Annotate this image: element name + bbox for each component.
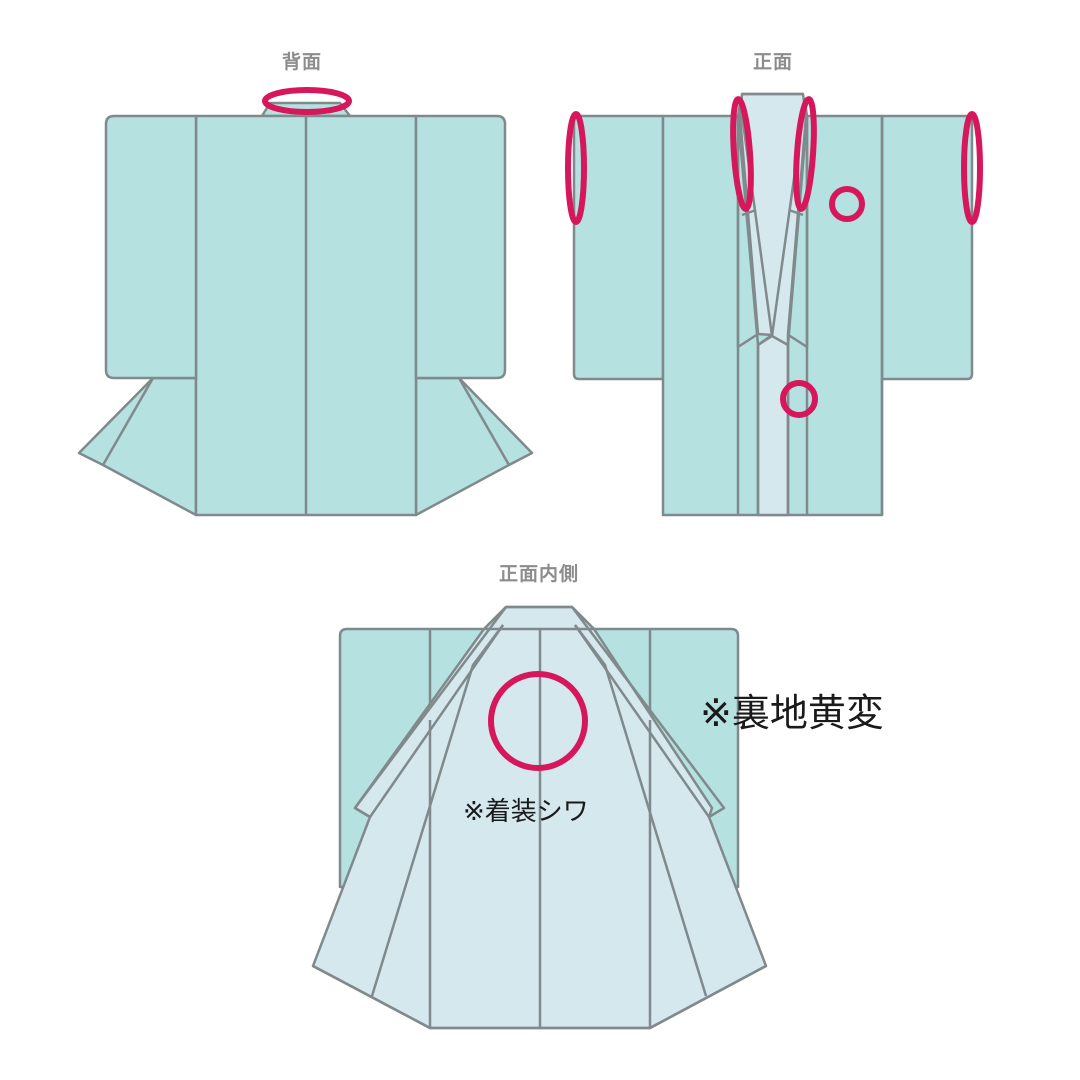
view-label-front-inside: 正面内側 bbox=[498, 563, 580, 585]
view-label-back: 背面 bbox=[281, 51, 323, 73]
front-view bbox=[572, 92, 974, 517]
front-inside-view bbox=[311, 605, 768, 1030]
back-skirt-right bbox=[414, 376, 534, 517]
back-sleeve-left bbox=[104, 114, 198, 380]
back-view bbox=[77, 101, 534, 517]
marker-front-collar-left bbox=[730, 96, 754, 212]
back-sleeve-right bbox=[414, 114, 507, 380]
marker-inside-upper-back bbox=[488, 671, 588, 771]
front-sleeve-left bbox=[572, 114, 665, 381]
front-sleeve-right bbox=[880, 114, 974, 381]
marker-front-collar-right bbox=[793, 96, 817, 212]
view-label-front: 正面 bbox=[752, 51, 794, 73]
marker-front-lower-panel bbox=[780, 380, 818, 418]
note-wearing-wrinkles: ※着装シワ bbox=[463, 797, 589, 827]
damage-markers bbox=[262, 87, 983, 771]
marker-front-left-sleeve bbox=[565, 111, 587, 225]
marker-front-right-sleeve bbox=[961, 111, 983, 225]
note-lining-yellowing: ※裏地黄変 bbox=[700, 691, 884, 735]
marker-front-right-chest bbox=[829, 186, 865, 222]
marker-back-collar bbox=[262, 87, 352, 115]
back-skirt-left bbox=[77, 376, 198, 517]
